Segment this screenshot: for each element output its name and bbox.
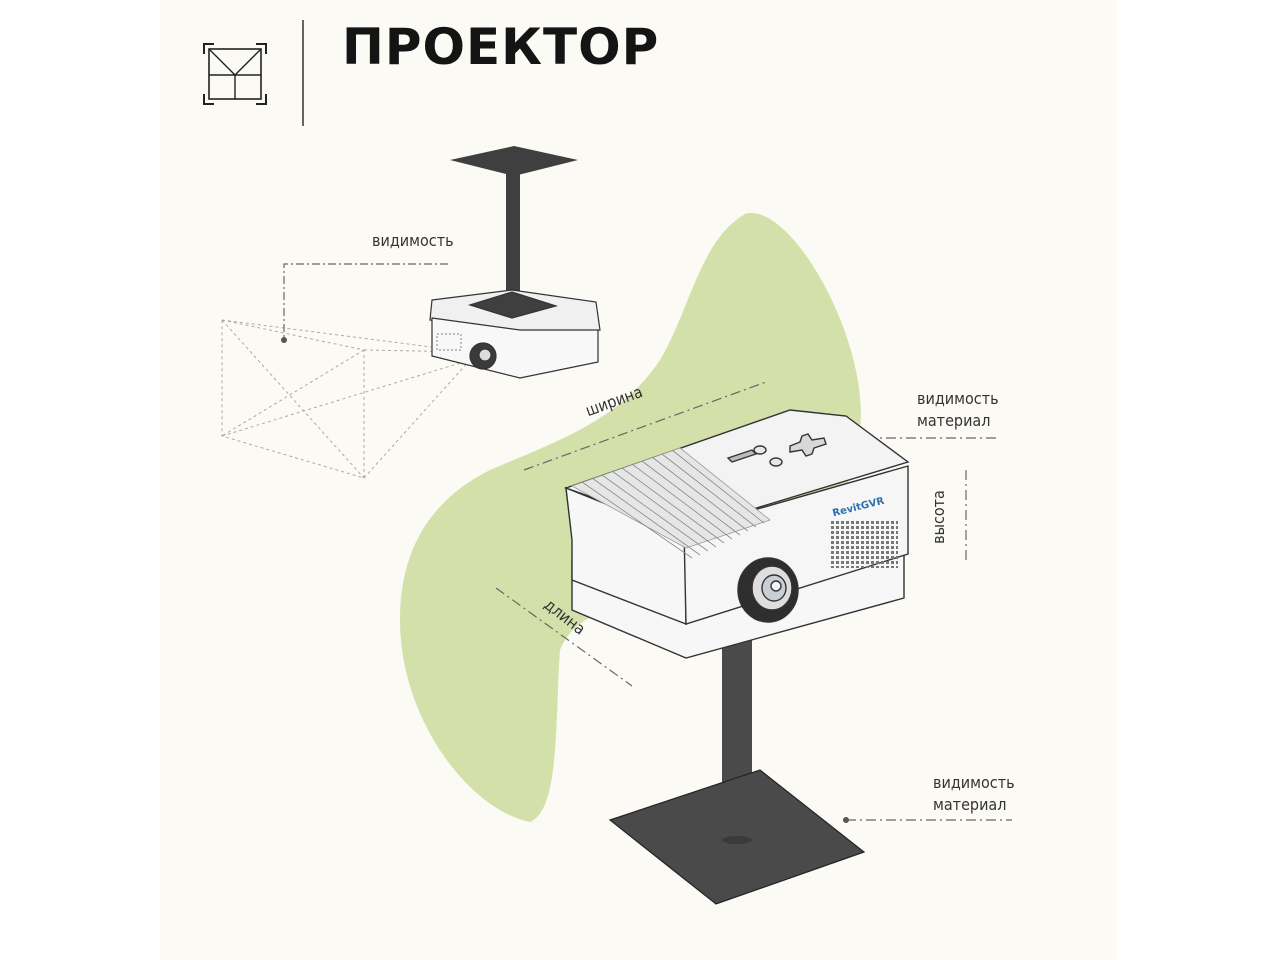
label-small-visibility: видимость [372, 231, 454, 250]
label-top-material: материал [917, 411, 991, 430]
page-title: ПРОЕКТОР [342, 18, 660, 76]
label-base-visibility: видимость [933, 773, 1015, 792]
label-base-material: материал [933, 795, 1007, 814]
lens [737, 557, 799, 623]
length-dimension-line [495, 587, 633, 687]
width-dimension-line [523, 381, 767, 471]
label-height: высота [928, 490, 948, 544]
small-projector [429, 289, 601, 379]
envelope-frame-icon [203, 43, 267, 105]
large-projector [563, 409, 910, 659]
control-buttons [726, 433, 827, 467]
label-top-visibility: видимость [917, 389, 999, 408]
large-stand [608, 640, 866, 905]
side-vent [830, 520, 898, 568]
small-visibility-callout [283, 263, 448, 338]
projection-frustum [221, 319, 471, 479]
